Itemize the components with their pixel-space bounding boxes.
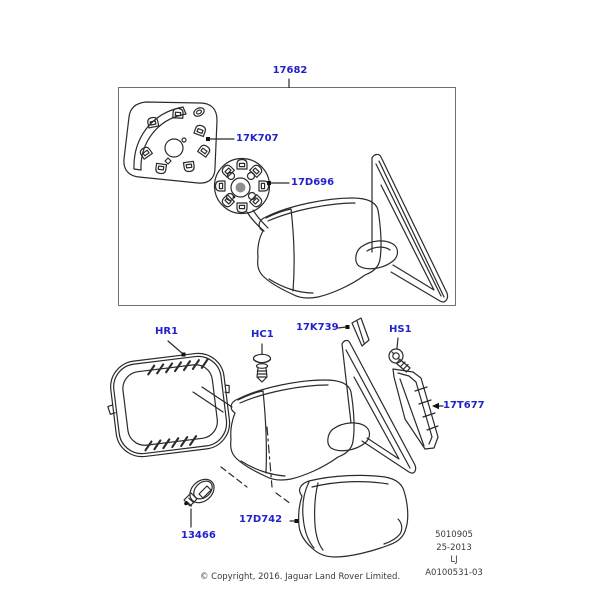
leader-17D742: [289, 519, 299, 523]
sheet-number: 5010905: [435, 530, 473, 540]
drawing-reference: A0100531-03: [425, 567, 483, 578]
document-info-block: 5010905 25-2013 LJ A0100531-03: [406, 529, 502, 579]
leader-17T677: [432, 402, 444, 410]
bulb-drawing: [183, 478, 215, 528]
callout-bezel[interactable]: HR1: [155, 326, 179, 337]
callout-gasket[interactable]: 17K739: [296, 322, 339, 333]
actuator-plate-drawing: [213, 157, 290, 232]
mounting-sail-lower-drawing: [341, 339, 417, 474]
gasket-strip-drawing: [337, 317, 370, 347]
screw-drawing: [388, 337, 411, 373]
corner-finisher-drawing: [392, 368, 444, 450]
mirror-housing-upper-drawing: [257, 197, 399, 299]
leader-17D696: [267, 181, 290, 185]
callout-actuator-plate[interactable]: 17D696: [291, 177, 335, 188]
leader-HR1: [167, 340, 186, 357]
callout-finisher[interactable]: 17T677: [443, 400, 485, 411]
callout-clip-pin[interactable]: HC1: [251, 329, 274, 340]
callout-bulb[interactable]: 13466: [181, 530, 216, 541]
callout-cover-cap[interactable]: 17D742: [239, 514, 283, 525]
cover-cap-drawing: [289, 474, 409, 558]
dashed-leaders: [220, 426, 292, 505]
bezel-frame-drawing: [107, 340, 233, 458]
leader-17K739: [337, 325, 350, 329]
mirror-glass-drawing: [123, 101, 235, 184]
callout-assembly[interactable]: 17682: [272, 65, 308, 76]
mounting-sail-upper-drawing: [371, 153, 449, 303]
assembly-box: [118, 78, 456, 306]
callout-mirror-glass[interactable]: 17K707: [236, 133, 279, 144]
issue-code: 25-2013: [436, 542, 472, 553]
clip-pin-drawing: [252, 343, 272, 383]
callout-screw[interactable]: HS1: [389, 324, 412, 335]
mirror-housing-lower-drawing: [230, 379, 371, 481]
model-code: LJ: [450, 555, 458, 565]
copyright-notice: © Copyright, 2016. Jaguar Land Rover Lim…: [199, 572, 401, 582]
leader-17K707: [206, 137, 235, 141]
